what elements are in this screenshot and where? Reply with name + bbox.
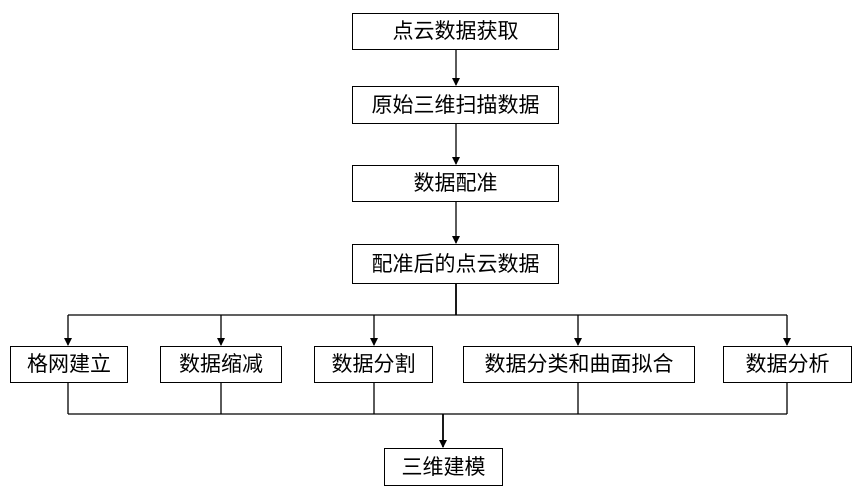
node-data-analysis: 数据分析 xyxy=(723,346,852,383)
node-raw-3d-scan-data: 原始三维扫描数据 xyxy=(352,86,559,124)
node-point-cloud-acquisition: 点云数据获取 xyxy=(352,13,559,50)
node-3d-modeling: 三维建模 xyxy=(384,448,503,486)
node-data-reduction: 数据缩减 xyxy=(160,346,282,383)
node-data-segmentation: 数据分割 xyxy=(314,346,433,383)
node-registered-point-cloud: 配准后的点云数据 xyxy=(352,244,559,284)
node-mesh-construction: 格网建立 xyxy=(10,346,128,383)
node-classification-surface-fitting: 数据分类和曲面拟合 xyxy=(463,346,695,383)
node-data-registration: 数据配准 xyxy=(352,165,559,202)
